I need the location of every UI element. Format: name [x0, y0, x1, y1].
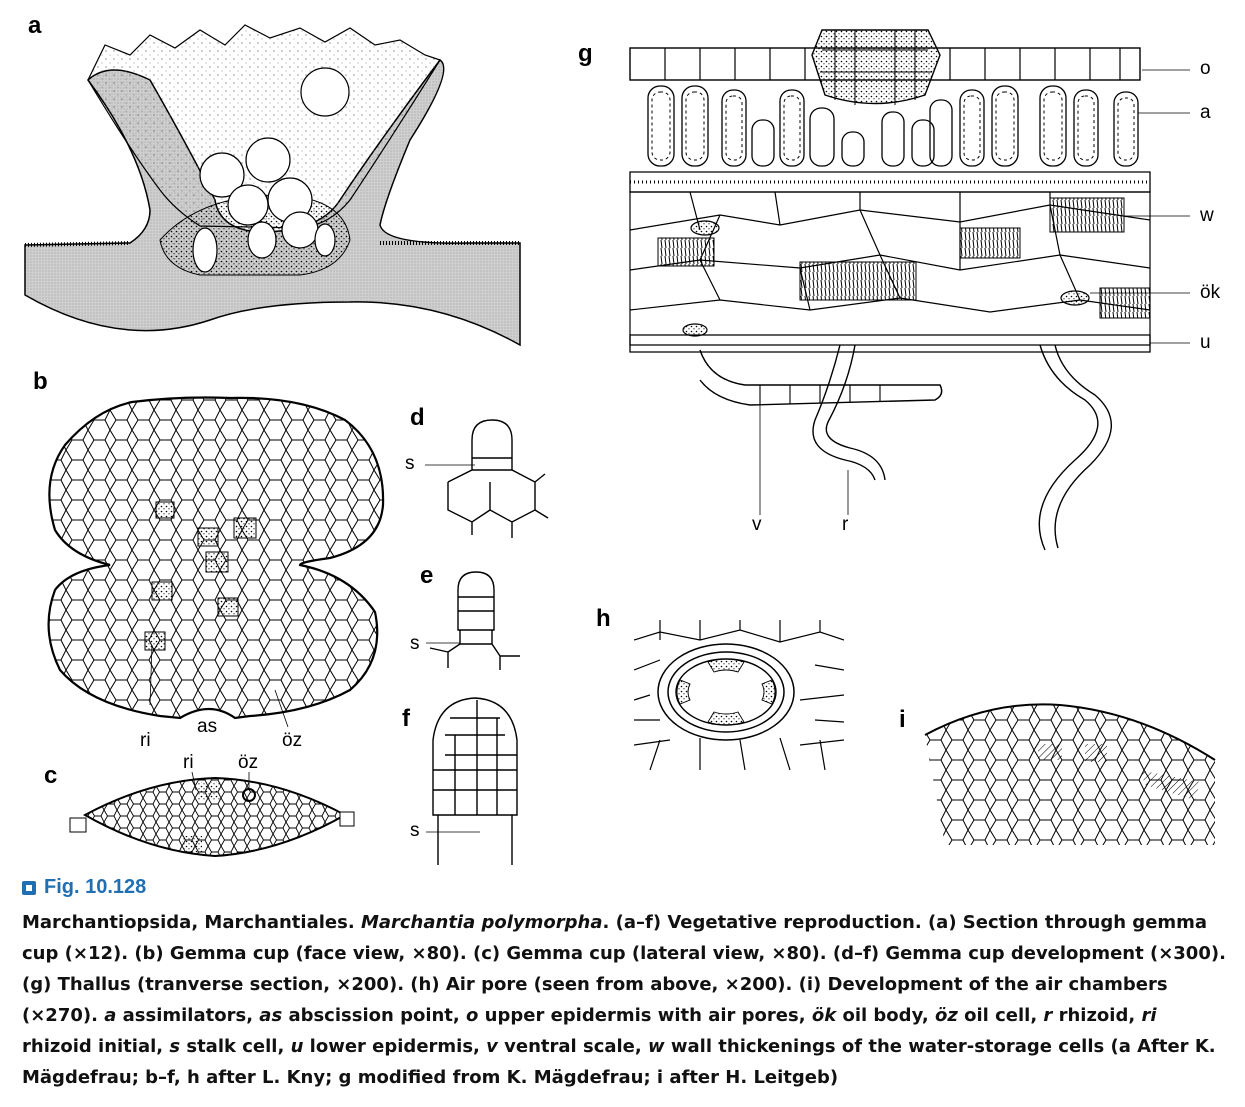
caption-segment: upper epidermis with air pores,: [478, 1005, 812, 1026]
figure-illustration: [24, 24, 1216, 865]
caption-segment: r: [1043, 1005, 1053, 1026]
label-b-oz: öz: [282, 730, 303, 751]
caption-segment: s: [169, 1036, 181, 1057]
caption-segment: stalk cell,: [180, 1036, 291, 1057]
caption-segment: wall thickenings of the water-storage ce…: [22, 1036, 1216, 1088]
label-c-oz: öz: [238, 752, 259, 773]
caption-segment: ök: [811, 1005, 837, 1026]
caption-segment: w: [648, 1036, 665, 1057]
panel-letter-d: d: [410, 404, 425, 431]
panel-f-drawing: [426, 697, 518, 865]
caption-segment: a: [104, 1005, 117, 1026]
botanical-drawings: [24, 24, 1216, 865]
panel-d-drawing: [425, 419, 549, 538]
label-g-r: r: [842, 514, 849, 535]
figure-square-icon: [22, 880, 36, 895]
label-c-ri: ri: [183, 752, 194, 773]
label-g-a: a: [1200, 102, 1211, 123]
panel-letter-h: h: [596, 605, 611, 632]
panel-letter-g: g: [578, 40, 593, 67]
label-g-w: w: [1200, 205, 1214, 226]
panel-h-drawing: [634, 620, 844, 770]
caption-segment: ventral scale,: [497, 1036, 648, 1057]
figure-number-text: Fig. 10.128: [44, 876, 147, 898]
caption-segment: öz: [935, 1005, 958, 1026]
panel-letter-f: f: [402, 705, 410, 732]
caption-segment: lower epidermis,: [303, 1036, 487, 1057]
figure-caption: Fig. 10.128 Marchantiopsida, Marchantial…: [22, 876, 1227, 1093]
label-g-ok: ök: [1200, 282, 1221, 303]
panel-letter-b: b: [33, 368, 48, 395]
panel-c-drawing: [69, 771, 355, 858]
caption-segment: . (a–f) Vegetative reproduction. (a) Sec…: [22, 912, 1226, 1026]
panel-letter-a: a: [28, 12, 42, 39]
caption-segment: oil body,: [836, 1005, 936, 1026]
caption-segment: o: [466, 1005, 479, 1026]
panel-letter-c: c: [44, 762, 58, 789]
panel-g-drawing: [629, 29, 1190, 551]
label-b-ri: ri: [140, 730, 151, 751]
panel-e-drawing: [426, 571, 520, 670]
label-f-s: s: [410, 820, 420, 841]
panel-a-drawing: [24, 24, 521, 347]
panel-letter-i: i: [899, 706, 906, 733]
caption-segment: assimilators,: [116, 1005, 260, 1026]
label-g-v: v: [752, 514, 762, 535]
caption-segment: rhizoid initial,: [22, 1036, 170, 1057]
caption-segment: Marchantiopsida, Marchantiales.: [22, 912, 361, 933]
panel-b-drawing: [47, 396, 385, 728]
caption-segment: v: [486, 1036, 498, 1057]
label-e-s: s: [410, 633, 420, 654]
label-g-o: o: [1200, 58, 1211, 79]
caption-segment: as: [259, 1005, 283, 1026]
caption-segment: Marchantia polymorpha: [360, 912, 603, 933]
caption-segment: abscission point,: [282, 1005, 467, 1026]
caption-text: Marchantiopsida, Marchantiales. Marchant…: [22, 907, 1227, 1093]
panel-i-drawing: [924, 703, 1216, 845]
panel-letter-e: e: [420, 562, 434, 589]
caption-segment: ri: [1141, 1005, 1157, 1026]
label-g-u: u: [1200, 332, 1211, 353]
caption-segment: rhizoid,: [1052, 1005, 1142, 1026]
caption-segment: oil cell,: [957, 1005, 1044, 1026]
label-b-as: as: [197, 716, 218, 737]
figure-number: Fig. 10.128: [22, 876, 1227, 899]
caption-segment: u: [290, 1036, 304, 1057]
label-d-s: s: [405, 453, 415, 474]
